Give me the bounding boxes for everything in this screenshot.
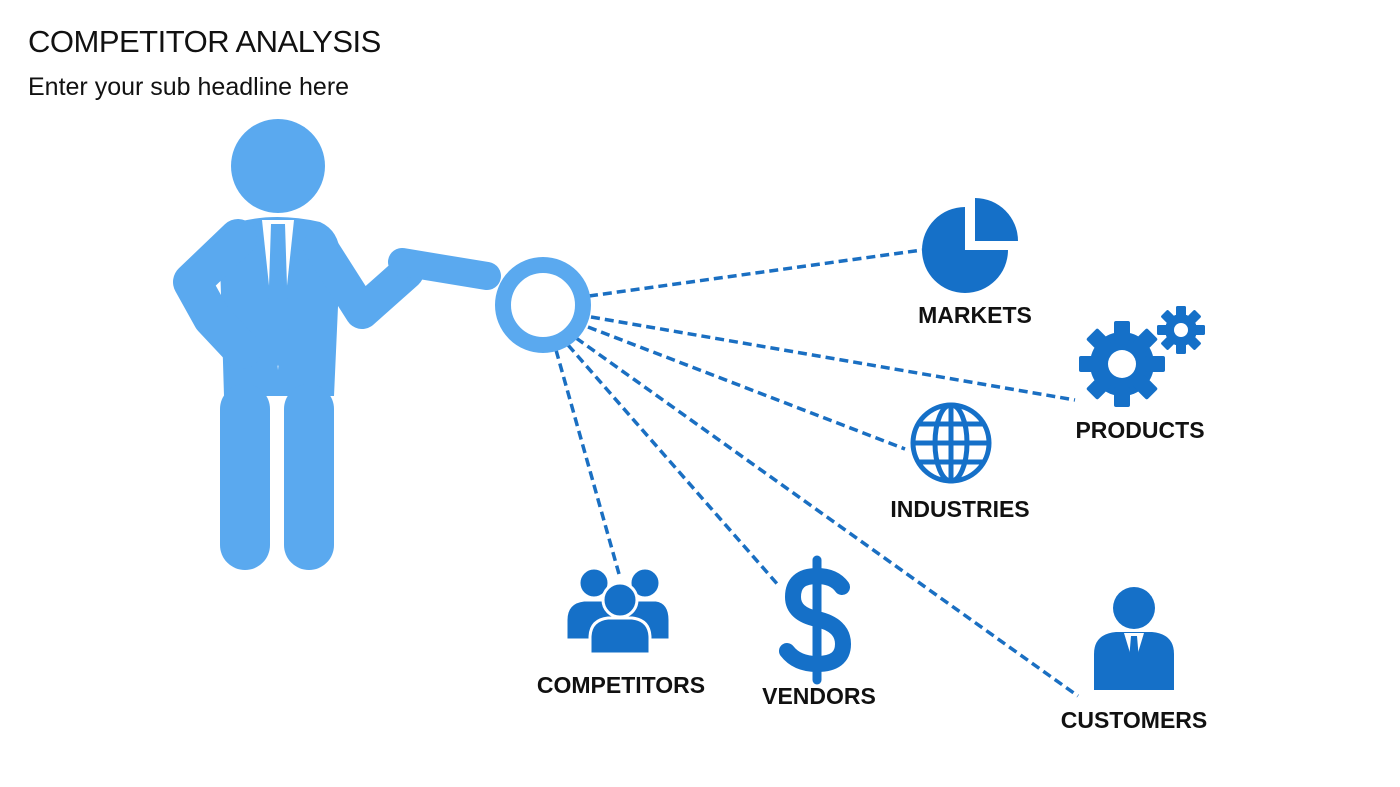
node-competitors: COMPETITORS	[537, 566, 705, 698]
node-customers: CUSTOMERS	[1061, 587, 1208, 733]
node-label-products: PRODUCTS	[1075, 417, 1204, 443]
node-label-markets: MARKETS	[918, 302, 1032, 328]
node-label-vendors: VENDORS	[762, 683, 876, 709]
magnifier-lens	[495, 257, 591, 353]
connector-industries	[587, 325, 906, 451]
connector-competitors	[554, 349, 621, 575]
connector-markets	[588, 248, 923, 298]
node-label-customers: CUSTOMERS	[1061, 707, 1208, 733]
node-markets: MARKETS	[918, 198, 1032, 328]
person-tie	[267, 224, 289, 366]
gears-icon	[1079, 306, 1205, 407]
node-industries: INDUSTRIES	[890, 402, 1030, 522]
person-hip-arm	[173, 219, 261, 369]
connector-customers	[574, 336, 1080, 698]
businessman-with-magnifying-glass-icon	[173, 119, 591, 570]
page-title: COMPETITOR ANALYSIS	[28, 24, 381, 59]
small-gear	[1157, 306, 1205, 354]
node-label-competitors: COMPETITORS	[537, 672, 705, 698]
businessman-icon	[1094, 587, 1174, 690]
person-left-leg	[220, 384, 270, 570]
group-of-people-icon	[564, 566, 672, 656]
person-holding-arm	[303, 229, 424, 329]
node-vendors: VENDORS	[762, 555, 876, 709]
page-subtitle: Enter your sub headline here	[28, 73, 350, 101]
globe-icon	[910, 402, 992, 484]
pie-chart-icon	[922, 207, 1008, 293]
person-head	[231, 119, 325, 213]
node-label-industries: INDUSTRIES	[890, 496, 1029, 522]
node-products: PRODUCTS	[1075, 306, 1205, 443]
pie-chart-slice	[975, 198, 1018, 241]
person-right-leg	[284, 384, 334, 570]
connector-lines	[554, 248, 1080, 698]
connector-products	[590, 315, 1076, 402]
large-gear	[1079, 321, 1165, 407]
magnifier-handle	[388, 248, 501, 290]
connector-vendors	[566, 343, 781, 588]
